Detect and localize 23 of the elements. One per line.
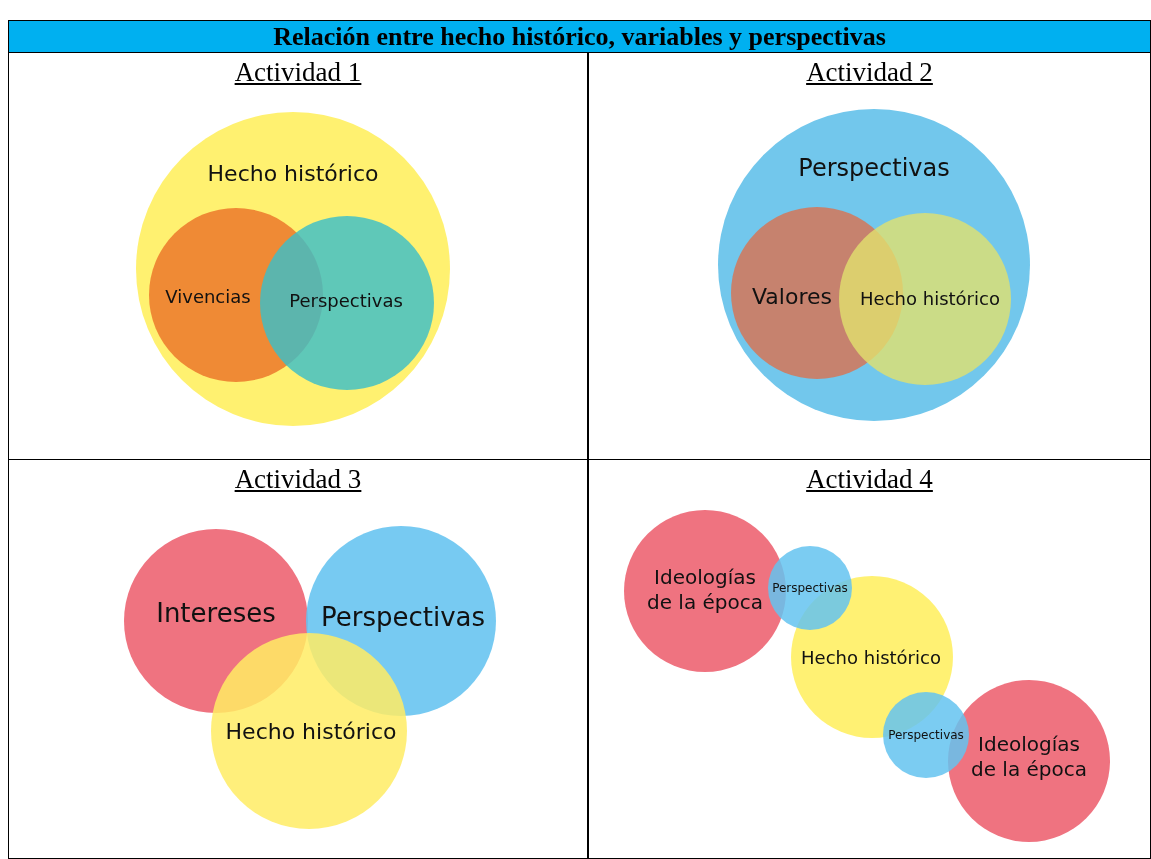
table-cell xyxy=(588,459,1151,859)
title-banner: Relación entre hecho histórico, variables y perspectivas xyxy=(8,20,1151,53)
table-cell xyxy=(8,459,588,859)
table-cell xyxy=(8,52,588,460)
circle-label: Hecho histórico xyxy=(800,646,942,670)
circle-label: Hecho histórico xyxy=(859,287,1001,311)
circle-label: Intereses xyxy=(155,596,277,630)
circle-label: Perspectivas xyxy=(319,600,487,634)
circle-label: Perspectivas xyxy=(887,727,965,743)
circle-label: Perspectivas xyxy=(797,153,951,183)
circle-label: Vivencias xyxy=(164,285,252,309)
activity-heading: Actividad 3 xyxy=(233,464,363,495)
table-cell xyxy=(588,52,1151,460)
circle-label: Perspectivas xyxy=(771,580,849,596)
activity-heading: Actividad 1 xyxy=(233,57,363,88)
circle-label: Perspectivas xyxy=(288,289,404,313)
circle-label: Valores xyxy=(751,283,833,311)
circle-label: Hecho histórico xyxy=(224,718,398,746)
activity-heading: Actividad 4 xyxy=(805,464,934,495)
circle-label: Ideologías de la época xyxy=(646,565,764,615)
circle-label: Ideologías de la época xyxy=(970,732,1088,782)
circle-label: Hecho histórico xyxy=(206,160,380,188)
activity-heading: Actividad 2 xyxy=(805,57,934,88)
